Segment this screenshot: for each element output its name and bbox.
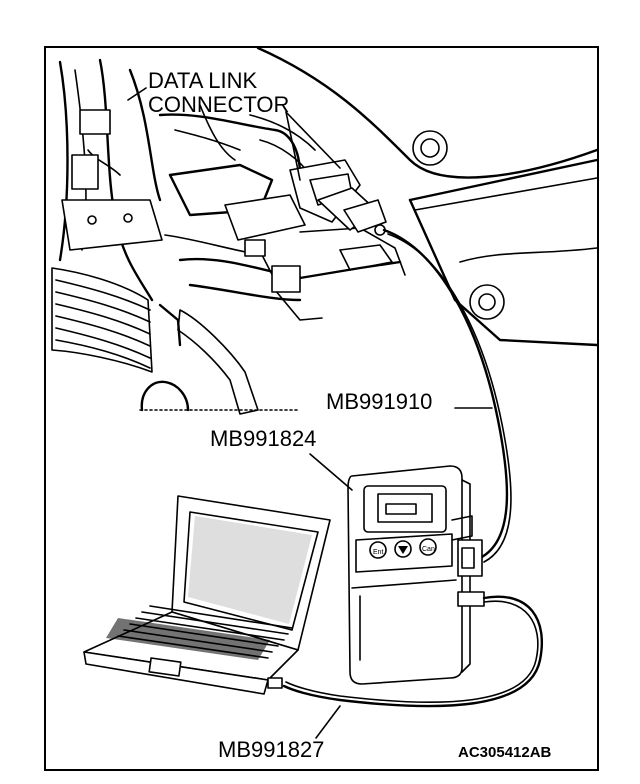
- laptop-touchpad: [148, 657, 182, 677]
- scan-tool-mb991824-label: MB991824: [210, 426, 316, 451]
- connector-leader-line-2: [285, 111, 301, 181]
- data-link-connector-label-line1: DATA LINK: [148, 68, 258, 93]
- connector-leader-line: [127, 87, 147, 101]
- svg-text:Can: Can: [422, 546, 435, 553]
- data-link-connector: [289, 159, 387, 236]
- cable-mb991827-label: MB991827: [218, 737, 324, 762]
- enter-button-icon: [369, 541, 387, 559]
- cable-mb991827: [282, 595, 544, 708]
- cable-mb991910-label: MB991910: [326, 389, 432, 414]
- cable-mb991827-leader: [315, 705, 341, 739]
- engine-bay-illustration: [51, 46, 599, 415]
- figure-frame: [44, 46, 599, 771]
- cancel-button-icon: [419, 538, 437, 556]
- figure-code: AC305412AB: [458, 744, 552, 761]
- laptop-computer: [83, 495, 331, 695]
- data-link-connector-label-line2: CONNECTOR: [148, 92, 289, 117]
- laptop-keyboard: [106, 605, 293, 660]
- connector-leader-line-3: [285, 111, 341, 169]
- scan-tool-device: Ent Can: [347, 465, 485, 685]
- scan-tool-leader: [309, 453, 353, 491]
- svg-text:Ent: Ent: [373, 549, 384, 556]
